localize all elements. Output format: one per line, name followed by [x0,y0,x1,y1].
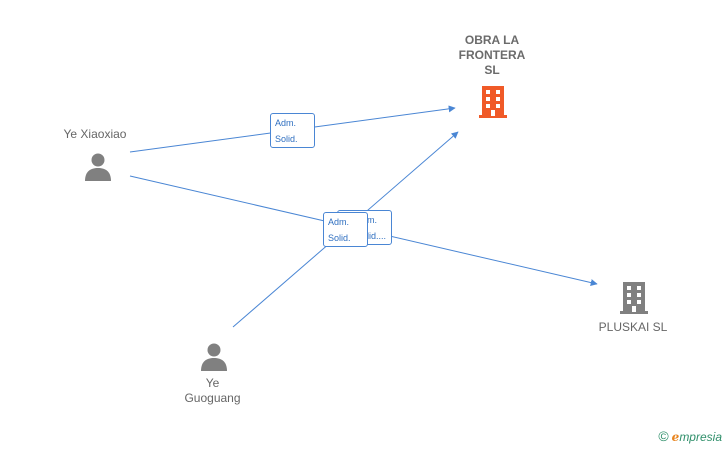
building-icon[interactable] [477,84,509,118]
person-icon[interactable] [83,151,113,181]
empresia-logo[interactable]: ©empresia [658,428,722,444]
person-label-ye-xiaoxiao: Ye Xiaoxiao [63,127,127,141]
person-label-ye-guoguang: Ye Guoguang [184,376,241,405]
edge-badge-adm-solid[interactable]: Adm. Solid. [270,113,315,148]
person-icon[interactable] [199,341,229,371]
building-icon[interactable] [618,280,650,314]
edge-badge-adm-solid[interactable]: Adm. Solid. [323,212,368,247]
company-label-pluskai: PLUSKAI SL [598,320,668,334]
copyright-symbol: © [658,428,669,444]
company-label-obra-la-frontera: OBRA LA FRONTERA SL [458,33,526,77]
